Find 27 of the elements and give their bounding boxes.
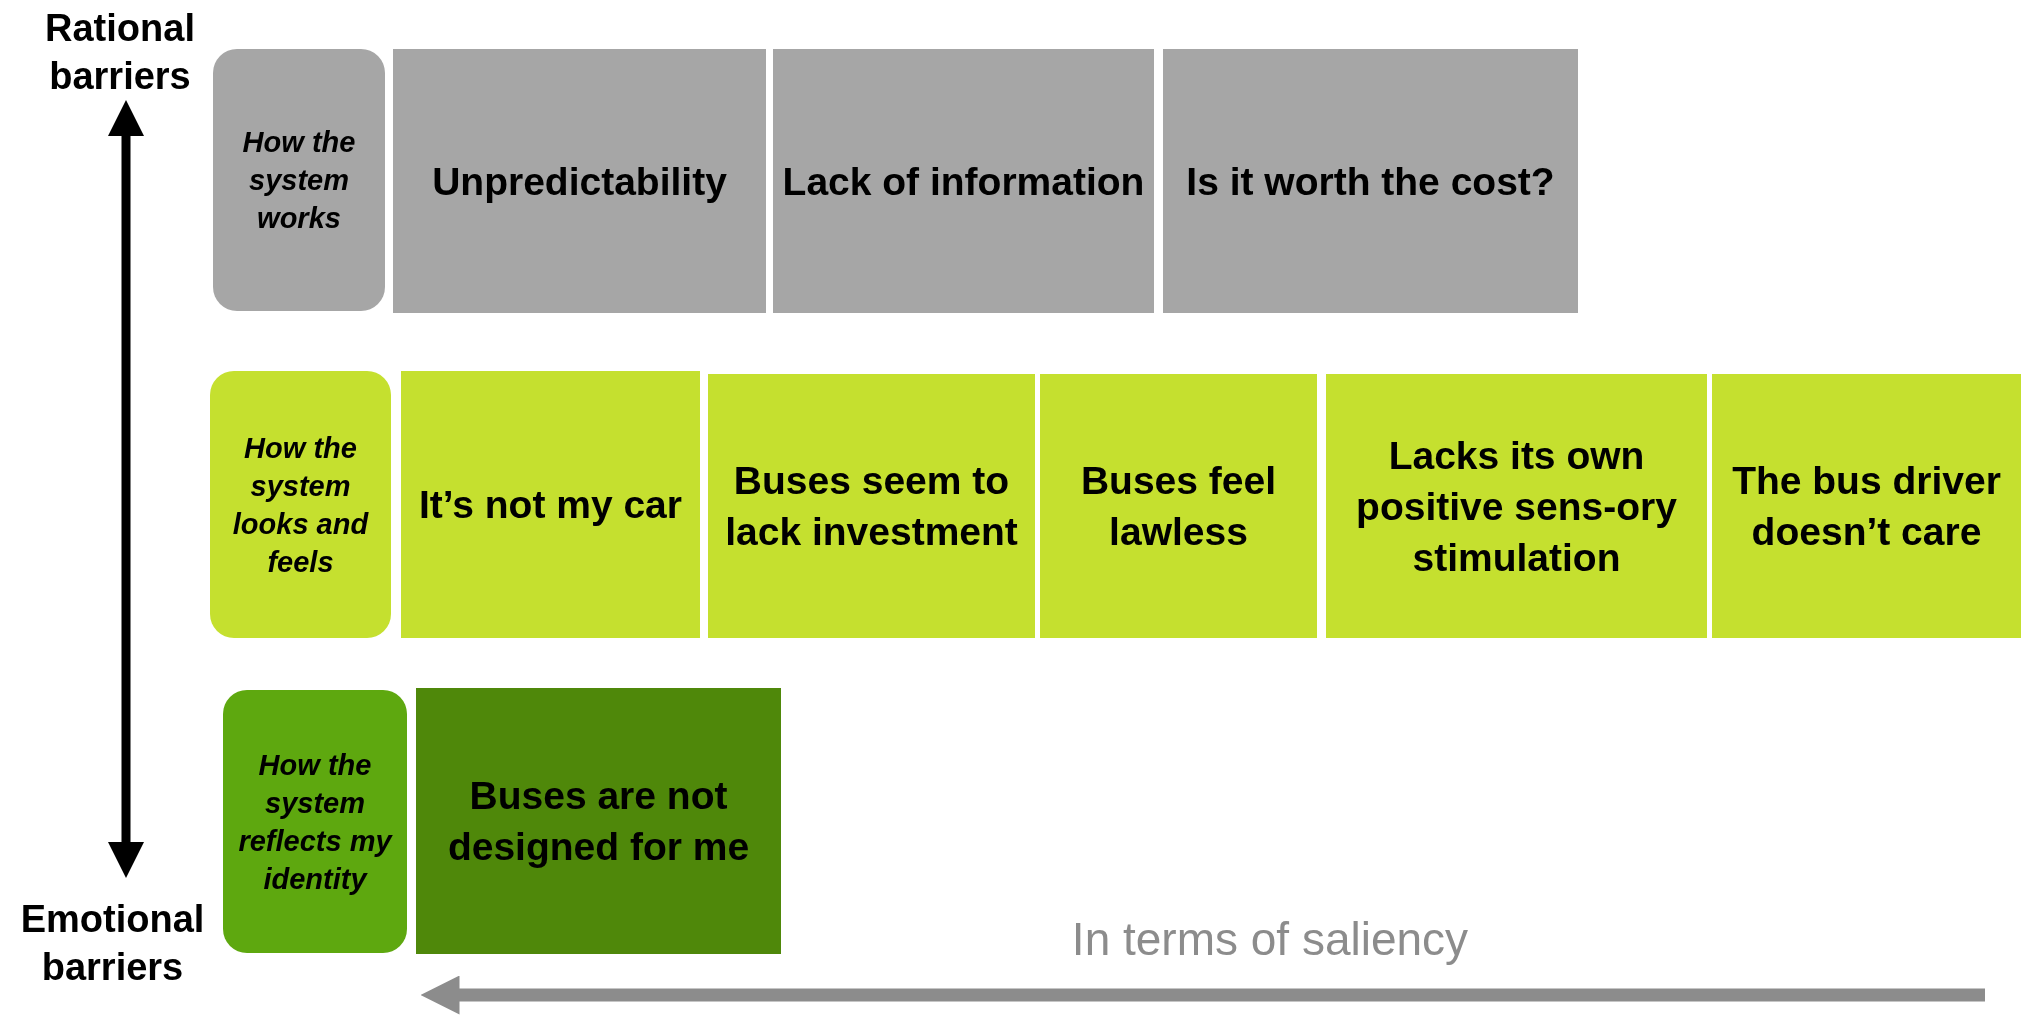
barrier-box: [1163, 49, 1578, 313]
box-text: Lack of information: [782, 158, 1145, 205]
barrier-box: [1326, 374, 1707, 638]
axis-label: Emotional barriers: [19, 897, 206, 990]
category-box: [210, 371, 391, 638]
box-text: Buses are not designed for me: [446, 773, 751, 870]
box-text: Is it worth the cost?: [1186, 158, 1555, 205]
box-text: How the system looks and feels: [231, 430, 370, 580]
barrier-box: [416, 688, 781, 954]
box-text: It’s not my car: [419, 482, 682, 528]
axis-label: In terms of saliency: [1070, 915, 1470, 963]
box-text: Unpredictability: [432, 158, 727, 205]
box-text: Buses seem to lack investment: [724, 458, 1019, 555]
barrier-box: [393, 49, 766, 313]
box-text: How the system reflects my identity: [237, 747, 394, 897]
barrier-box: [773, 49, 1154, 313]
box-text: The bus driver doesn’t care: [1731, 458, 2002, 555]
barrier-box: [1712, 374, 2021, 638]
box-text: Lacks its own positive sens-ory stimulation: [1355, 432, 1678, 581]
category-box: [223, 690, 407, 953]
box-text: How the system works: [241, 125, 357, 236]
barrier-box: [1040, 374, 1317, 638]
barrier-box: [708, 374, 1035, 638]
box-text: Buses feel lawless: [1079, 458, 1278, 555]
barrier-box: [401, 371, 700, 638]
axis-label: Rational barriers: [44, 6, 196, 99]
category-box: [213, 49, 385, 311]
